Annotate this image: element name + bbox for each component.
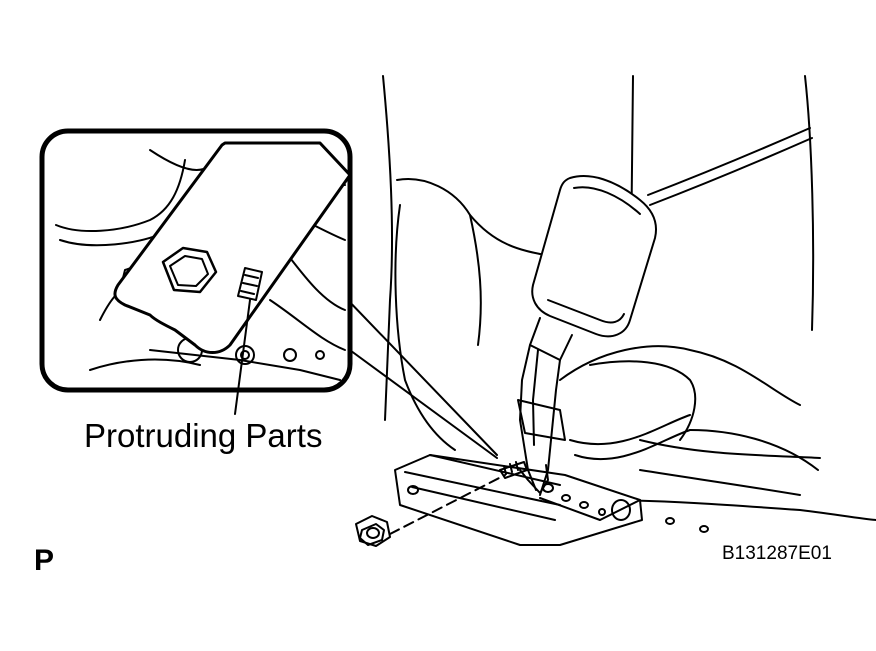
view-marker-label: P (34, 544, 55, 577)
nut-icon (355, 515, 391, 547)
protruding-parts-label: Protruding Parts (84, 417, 323, 454)
alignment-line (389, 474, 506, 535)
callout-pointer (234, 299, 251, 415)
inset-leader-lower (342, 344, 498, 459)
buckle-icon (517, 175, 691, 496)
figure-code-label: B131287E01 (722, 543, 832, 564)
seat-rail-icon (394, 454, 643, 546)
bolt-icon (499, 461, 528, 479)
inset-leader-upper (342, 294, 498, 456)
detail-inset-icon (39, 128, 353, 393)
seat-cushion-icon (382, 75, 876, 533)
